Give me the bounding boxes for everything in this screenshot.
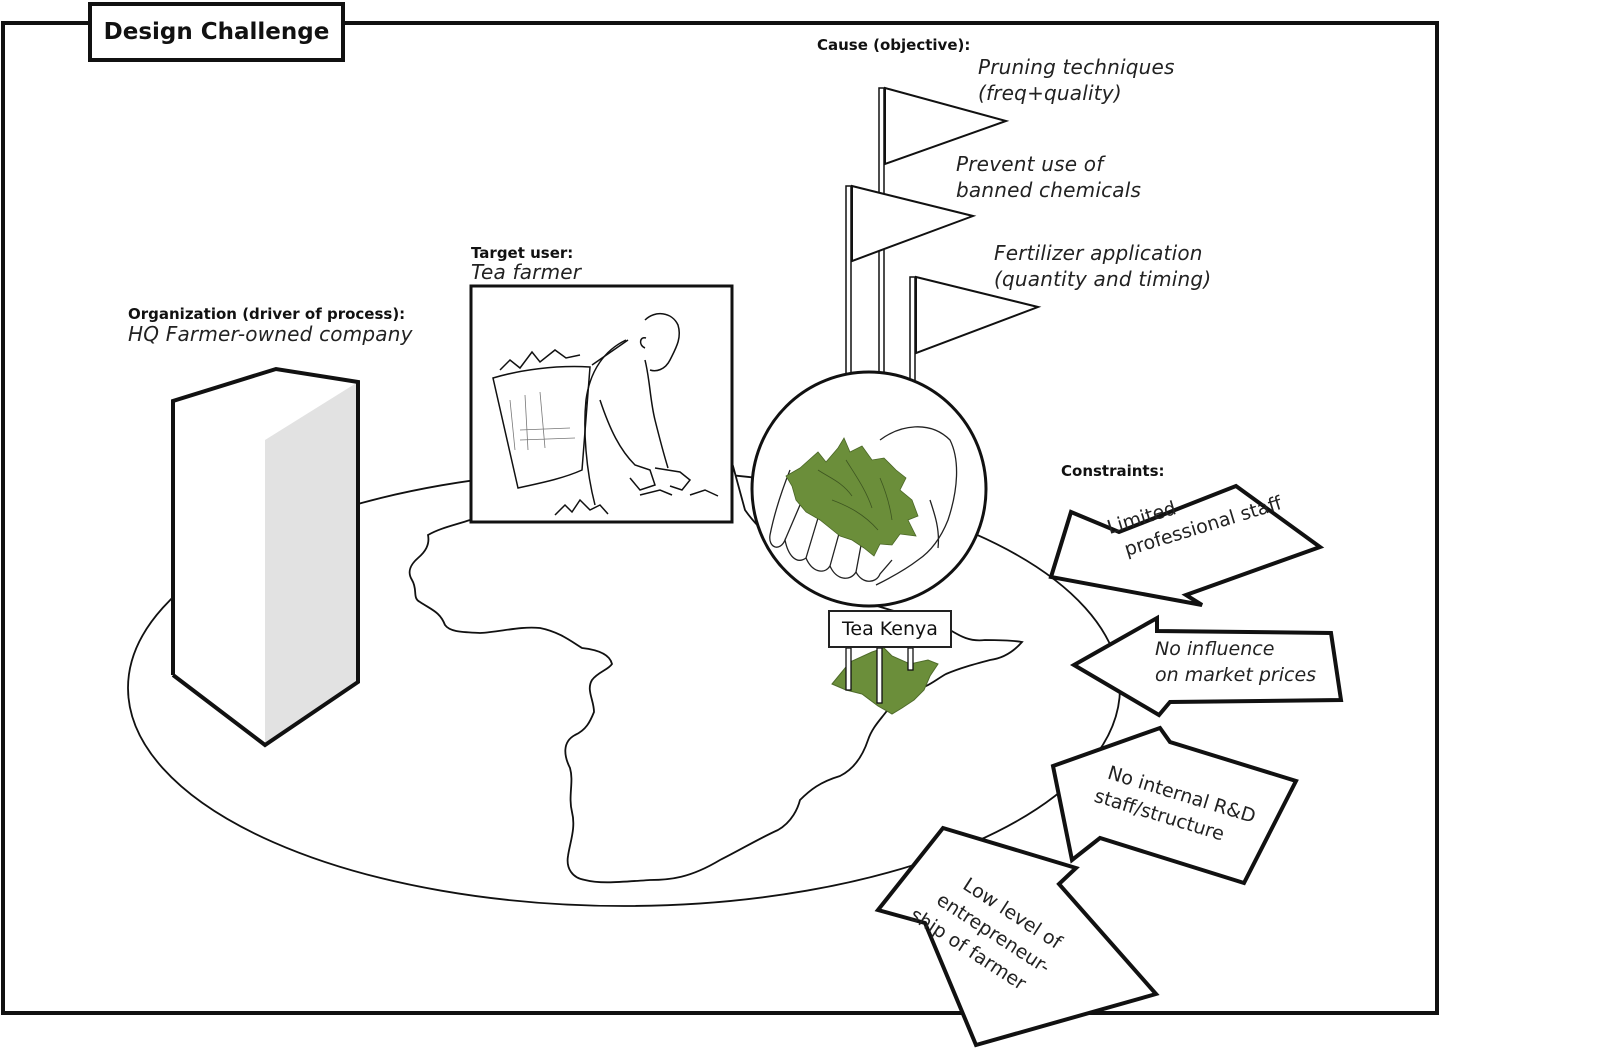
flag-3-text: Fertilizer application (quantity and tim… xyxy=(994,240,1211,292)
flag-3-line1: Fertilizer application xyxy=(994,241,1203,265)
constraint-arrow-2 xyxy=(1069,614,1344,718)
organization-value: HQ Farmer-owned company xyxy=(128,322,413,346)
constraint-arrow-1 xyxy=(1048,483,1325,607)
constraint-arrow-4 xyxy=(874,825,1160,1048)
design-challenge-title: Design Challenge xyxy=(88,2,345,62)
tea-leaves-circle xyxy=(750,370,988,608)
flag-1-line2: (freq+quality) xyxy=(978,81,1122,105)
target-user-label: Target user: xyxy=(471,244,574,262)
tea-kenya-sign: Tea Kenya xyxy=(828,610,952,648)
flag-1-line1: Pruning techniques xyxy=(978,55,1175,79)
constraint-arrow-3 xyxy=(1050,725,1299,886)
flag-1-text: Pruning techniques (freq+quality) xyxy=(978,54,1175,106)
flag-1-icon xyxy=(884,86,1010,166)
hands-icon xyxy=(769,426,958,586)
constraints-label: Constraints: xyxy=(1061,462,1165,480)
constraint-2-line1: No influence xyxy=(1155,638,1275,660)
farmer-illustration xyxy=(469,284,734,524)
cause-label: Cause (objective): xyxy=(817,36,971,54)
tea-leaves-icon xyxy=(785,437,919,557)
flag-pole-2 xyxy=(845,185,852,399)
constraint-arrows xyxy=(874,483,1344,1048)
target-user-value: Tea farmer xyxy=(471,260,582,284)
flag-3-icon xyxy=(915,275,1042,355)
tea-kenya-label: Tea Kenya xyxy=(842,618,938,640)
flag-2-line2: banned chemicals xyxy=(956,178,1142,202)
sign-poles xyxy=(845,647,914,704)
constraint-2-text: No influence on market prices xyxy=(1155,636,1316,688)
page-title: Design Challenge xyxy=(103,19,330,45)
flag-2-line1: Prevent use of xyxy=(956,152,1104,176)
flag-2-icon xyxy=(851,184,977,263)
constraint-2-line2: on market prices xyxy=(1155,664,1317,686)
outer-frame xyxy=(1,21,1439,1015)
hq-building-icon xyxy=(171,366,360,748)
organization-label: Organization (driver of process): xyxy=(128,305,406,323)
flag-3-line2: (quantity and timing) xyxy=(994,267,1212,291)
flag-2-text: Prevent use of banned chemicals xyxy=(956,151,1141,203)
